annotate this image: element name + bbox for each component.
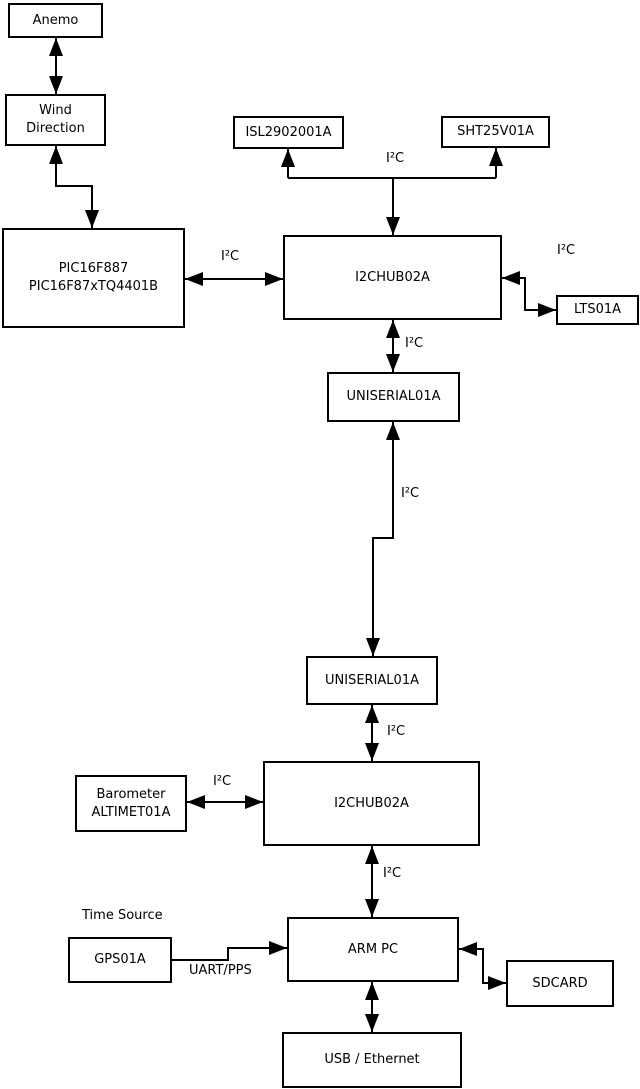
edge-label-i2c-hub2-arm: I²C xyxy=(383,866,402,881)
node-i2chub02a-bottom: I2CHUB02A xyxy=(263,761,480,846)
node-wind-direction: Wind Direction xyxy=(5,94,106,146)
edge-label-i2c-hub1-uni1: I²C xyxy=(405,336,424,351)
edge-gps-armpc xyxy=(172,941,287,961)
node-isl2902001a: ISL2902001A xyxy=(233,116,344,149)
edge-uniserial-top-uniserial-bottom xyxy=(366,422,400,656)
node-arm-pc: ARM PC xyxy=(287,917,459,982)
node-i2chub02a-top: I2CHUB02A xyxy=(283,235,502,320)
node-uniserial01a-top: UNISERIAL01A xyxy=(327,372,460,422)
node-sht25v01a: SHT25V01A xyxy=(441,116,550,148)
edge-i2chub-top-lts xyxy=(502,271,556,317)
node-uniserial01a-bottom: UNISERIAL01A xyxy=(306,656,438,705)
edge-label-i2c-pic-hub: I²C xyxy=(221,249,240,264)
node-pic16f887: PIC16F887 PIC16F87xTQ4401B xyxy=(2,228,185,328)
edge-label-i2c-uni2-hub2: I²C xyxy=(387,724,406,739)
node-usb-ethernet: USB / Ethernet xyxy=(282,1032,462,1088)
edge-label-i2c-isl-sht: I²C xyxy=(386,151,405,166)
edge-label-i2c-hub-lts: I²C xyxy=(557,243,576,258)
edge-label-time-source: Time Source xyxy=(82,908,163,923)
edge-label-i2c-baro-hub2: I²C xyxy=(213,774,232,789)
edge-wind-pic xyxy=(49,146,99,228)
node-lts01a: LTS01A xyxy=(556,295,639,325)
edge-armpc-sdcard xyxy=(459,942,506,990)
edge-label-uart-pps: UART/PPS xyxy=(189,963,252,978)
node-barometer-altimet01a: Barometer ALTIMET01A xyxy=(75,775,187,832)
node-sdcard: SDCARD xyxy=(506,960,614,1007)
edge-label-i2c-uni1-uni2: I²C xyxy=(401,486,420,501)
node-gps01a: GPS01A xyxy=(68,937,172,983)
node-anemo: Anemo xyxy=(8,3,103,38)
